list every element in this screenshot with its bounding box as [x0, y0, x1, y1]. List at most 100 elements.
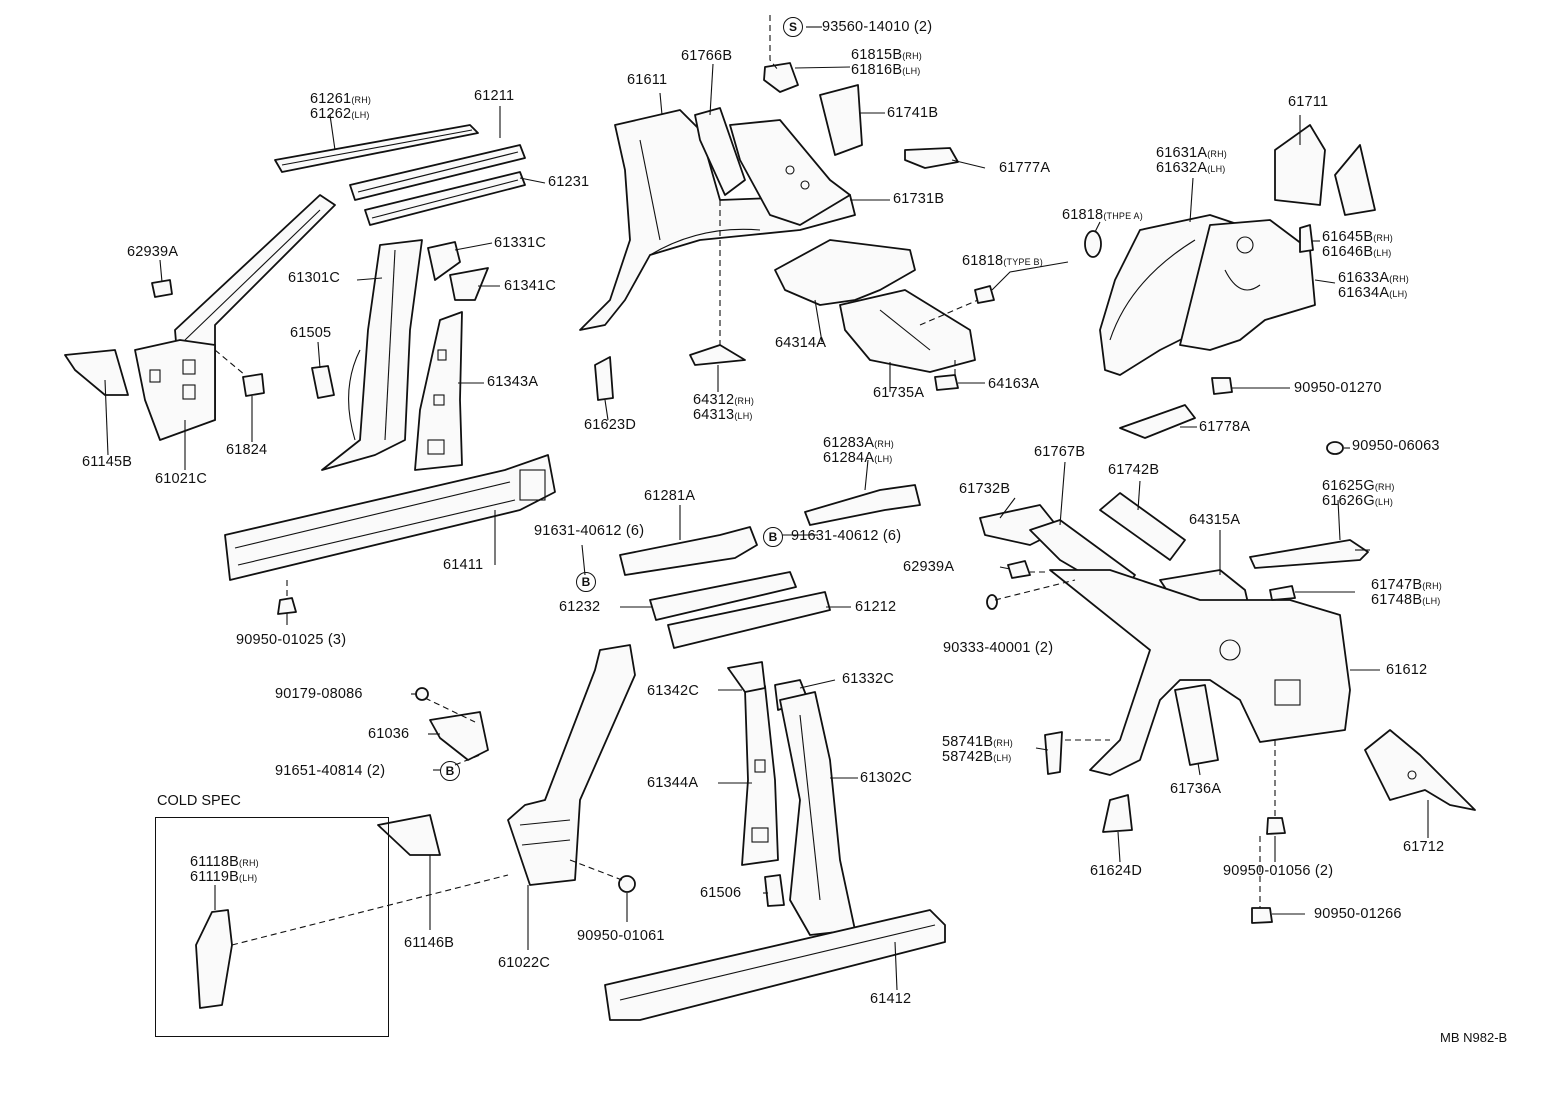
alignment-lines [214, 15, 1276, 946]
label-61731b: 61731B [893, 191, 945, 207]
label-61777a: 61777A [999, 160, 1051, 176]
part-61212-floor-rail [667, 591, 831, 649]
part-64163a-clip [934, 374, 959, 391]
label-61612: 61612 [1386, 662, 1428, 678]
diagram-code: MB N982-B [1440, 1030, 1508, 1045]
part-61301c-center-pillar-outer [321, 239, 423, 471]
part-64312-bracket [689, 344, 746, 366]
label-61232: 61232 [559, 599, 601, 615]
label-90950-01270: 90950-01270 [1294, 380, 1382, 396]
label-62939a-left: 62939A [127, 244, 179, 260]
label-61624d: 61624D [1090, 863, 1142, 879]
part-61741b-bracket [819, 84, 863, 156]
part-61818b-clip [974, 285, 995, 304]
part-61281a-rail [619, 526, 758, 576]
part-90950-01056-plug [1266, 817, 1286, 835]
part-61505-plate [311, 365, 335, 399]
label-62939a-right: 62939A [903, 559, 955, 575]
part-62939a-clip-left [151, 279, 173, 298]
label-61818-type-a: 61818(THPE A) [1062, 207, 1143, 223]
label-90950-01056: 90950-01056 (2) [1223, 863, 1334, 879]
label-61022c: 61022C [498, 955, 550, 971]
b-marker-lower: B [440, 761, 460, 781]
leader-lines [104, 26, 1429, 991]
label-61341c: 61341C [504, 278, 556, 294]
part-90950-01266-plug [1251, 907, 1273, 924]
label-64315a: 64315A [1189, 512, 1241, 528]
cold-spec-box [155, 817, 389, 1037]
label-61611: 61611 [627, 72, 668, 88]
label-61633a-61634a: 61633A(RH)61634A(LH) [1338, 270, 1409, 301]
label-61732b: 61732B [959, 481, 1011, 497]
part-62939a-clip-right [1007, 560, 1031, 579]
label-61505: 61505 [290, 325, 332, 341]
label-91631-40612-left: 91631-40612 (6) [534, 523, 645, 539]
part-61343a-center-pillar-inner [414, 311, 463, 471]
label-61342c: 61342C [647, 683, 699, 699]
part-61633a-wheel-house-inner [1179, 219, 1316, 351]
label-61742b: 61742B [1108, 462, 1160, 478]
label-61302c: 61302C [860, 770, 912, 786]
label-61331c: 61331C [494, 235, 546, 251]
label-90950-06063: 90950-06063 [1352, 438, 1440, 454]
label-61778a: 61778A [1199, 419, 1251, 435]
label-61625g-61626g: 61625G(RH)61626G(LH) [1322, 478, 1395, 509]
part-61778a-bracket [1119, 404, 1196, 439]
part-90950-01270-clip [1211, 377, 1233, 395]
label-61332c: 61332C [842, 671, 894, 687]
part-61118b-cold-spec-bracket [195, 909, 233, 1009]
label-61412: 61412 [870, 991, 912, 1007]
part-61331c-pillar-cap [427, 241, 461, 281]
label-61623d: 61623D [584, 417, 636, 433]
part-61232-floor-rail [649, 571, 797, 621]
part-61766b-reinforcement [694, 107, 746, 196]
label-61146b: 61146B [404, 935, 455, 951]
part-61146b-bracket [377, 814, 441, 856]
label-64163a: 64163A [988, 376, 1040, 392]
label-61261-61262: 61261(RH)61262(LH) [310, 91, 372, 122]
label-91651-40814: 91651-40814 (2) [275, 763, 386, 779]
label-64312-64313: 64312(RH)64313(LH) [693, 392, 755, 423]
label-61281a: 61281A [644, 488, 696, 504]
part-61731b-quarter-panel-inner [729, 119, 851, 226]
label-61711: 61711 [1288, 94, 1329, 110]
part-61645b-plate [1299, 224, 1314, 253]
part-61712-bracket [1364, 729, 1476, 811]
part-61145b-bracket [64, 349, 129, 396]
s-marker: S [783, 17, 803, 37]
part-61231-roof-reinforcement [364, 171, 526, 226]
label-61036: 61036 [368, 726, 410, 742]
part-61021c-cowl-side [134, 339, 216, 441]
part-61412-rocker-lower [604, 909, 946, 1021]
part-61742b-brace [1099, 492, 1186, 561]
label-61301c: 61301C [288, 270, 340, 286]
label-61145b: 61145B [82, 454, 133, 470]
part-64314a-pan [774, 239, 916, 306]
label-90333-40001: 90333-40001 (2) [943, 640, 1054, 656]
part-61611-quarter-inner [579, 109, 856, 331]
label-90179-08086: 90179-08086 [275, 686, 363, 702]
part-61342c-cap [727, 661, 766, 693]
label-61736a: 61736A [1170, 781, 1222, 797]
part-61624d-bracket [1102, 794, 1133, 833]
label-61212: 61212 [855, 599, 897, 615]
part-61815b-cap [763, 62, 799, 93]
label-61411: 61411 [443, 557, 484, 573]
part-90950-06063-plug [1326, 441, 1344, 455]
b-marker-left: B [576, 572, 596, 592]
label-61021c: 61021C [155, 471, 207, 487]
label-61506: 61506 [700, 885, 742, 901]
part-61211-roof-rail-inner [349, 144, 526, 201]
part-61344a-pillar-inner-lower [741, 685, 779, 866]
part-61341c-pillar-cap-inner [449, 267, 489, 301]
part-61302c-center-pillar-lower [779, 691, 856, 936]
part-90333-40001-clip [986, 594, 998, 610]
part-58741b-seal [1044, 731, 1063, 775]
label-61824: 61824 [226, 442, 268, 458]
label-90950-01025: 90950-01025 (3) [236, 632, 347, 648]
label-61631a-61632a: 61631A(RH)61632A(LH) [1156, 145, 1227, 176]
part-61735a-floor-side [839, 289, 976, 373]
part-61747b-plate [1269, 585, 1296, 601]
part-90950-01061-plug [618, 875, 636, 893]
label-61818-type-b: 61818(TYPE B) [962, 253, 1043, 269]
